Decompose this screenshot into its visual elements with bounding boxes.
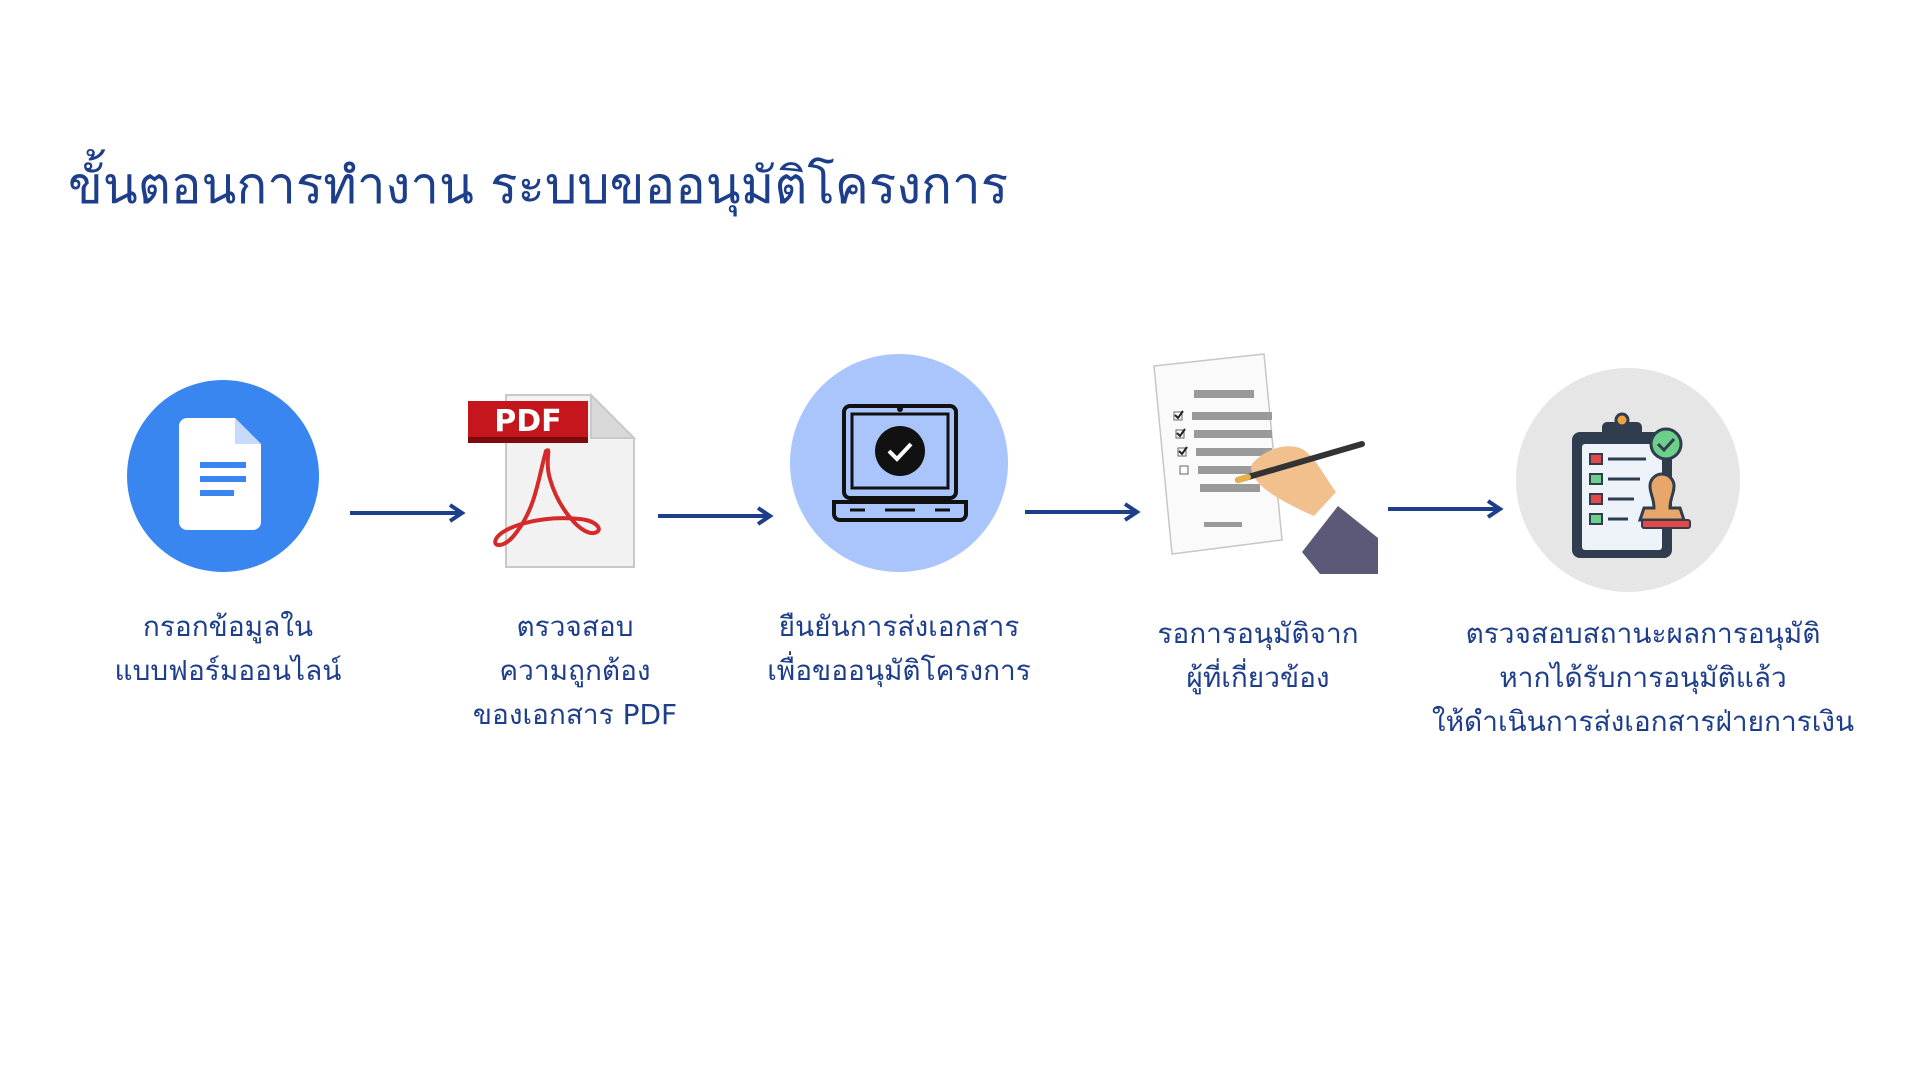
- pdf-file-icon: PDF: [468, 392, 638, 571]
- document-icon: [127, 380, 319, 572]
- step-label-1: กรอกข้อมูลใน แบบฟอร์มออนไลน์: [114, 610, 342, 687]
- pdf-badge-text: PDF: [494, 404, 562, 439]
- page-title: ขั้นตอนการทำงาน ระบบขออนุมัติโครงการ: [68, 157, 1009, 216]
- arrow-4: [1388, 499, 1506, 523]
- laptop-check-icon: [790, 354, 1008, 572]
- arrow-2: [658, 506, 776, 530]
- arrow-1: [350, 503, 468, 527]
- step-label-3: ยืนยันการส่งเอกสาร เพื่อขออนุมัติโครงการ: [767, 610, 1031, 687]
- step-label-2: ตรวจสอบ ความถูกต้อง ของเอกสาร PDF: [472, 610, 678, 731]
- arrow-3: [1025, 502, 1143, 526]
- clipboard-approval-icon: [1516, 368, 1740, 592]
- step-label-4: รอการอนุมัติจาก ผู้ที่เกี่ยวข้อง: [1157, 617, 1359, 694]
- signing-paper-icon: [1152, 352, 1378, 574]
- step-label-5: ตรวจสอบสถานะผลการอนุมัติ หากได้รับการอนุ…: [1431, 617, 1855, 738]
